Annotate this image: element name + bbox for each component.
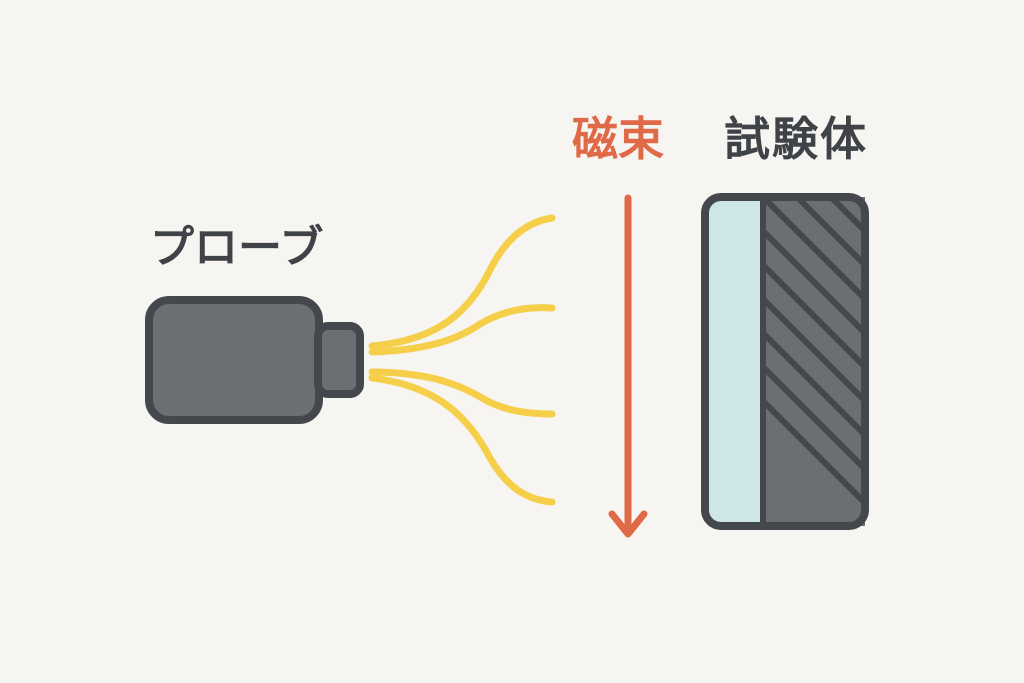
hatch-stripe	[795, 200, 863, 268]
flux-label: 磁束	[572, 112, 664, 166]
flux-arrow-head	[608, 510, 648, 538]
hatch-stripe	[763, 328, 863, 438]
down-arrow-icon	[608, 194, 648, 538]
specimen-hatch-pattern	[763, 197, 1024, 537]
field-line-4	[368, 374, 556, 506]
hatch-stripe	[763, 396, 863, 506]
field-line-2	[368, 304, 556, 356]
specimen-surface-layer	[705, 197, 765, 526]
hatch-stripe	[763, 200, 863, 302]
magnetic-field-lines	[368, 214, 556, 506]
probe-label: プローブ	[150, 222, 324, 273]
hatch-stripe	[933, 197, 1024, 537]
specimen-block-icon	[701, 193, 1024, 537]
field-line-1	[368, 214, 556, 350]
probe-tip	[314, 322, 364, 398]
hatch-stripe	[1001, 197, 1024, 537]
hatch-stripe	[899, 197, 1024, 537]
hatch-stripe	[865, 197, 1024, 537]
field-line-3	[368, 368, 556, 418]
hatch-stripe	[967, 197, 1024, 537]
specimen-outline	[701, 193, 869, 530]
hatch-stripe	[763, 294, 863, 404]
probe-icon	[145, 296, 364, 424]
hatch-stripe	[763, 226, 863, 336]
specimen-label: 試験体	[724, 112, 868, 166]
probe-body	[145, 296, 323, 424]
